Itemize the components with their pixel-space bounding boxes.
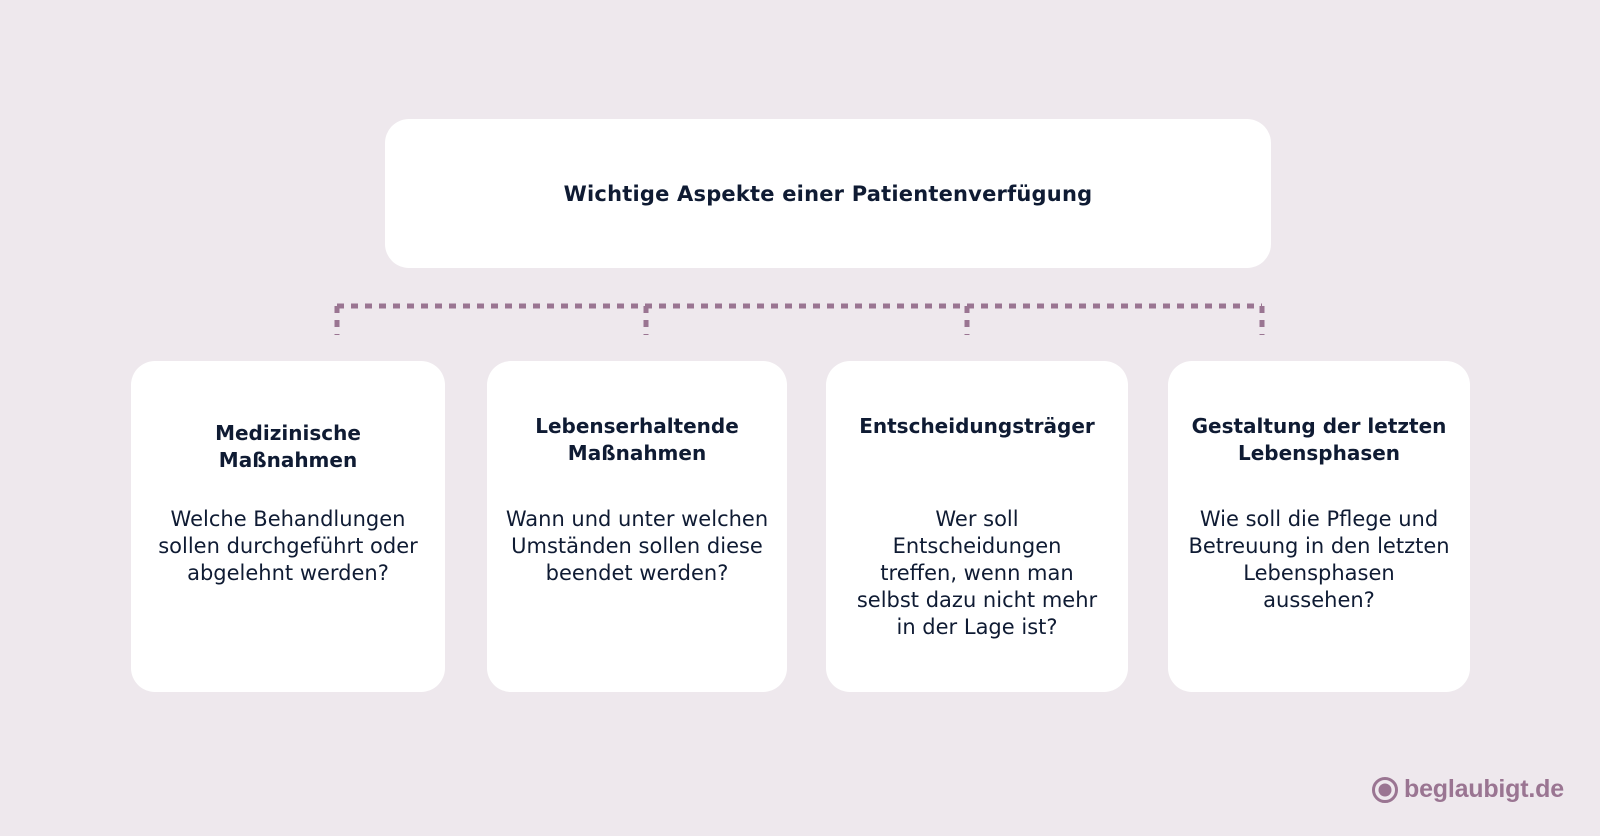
card-title: Medizinische Maßnahmen bbox=[215, 421, 361, 472]
root-node: Wichtige Aspekte einer Patientenverfügun… bbox=[385, 119, 1271, 268]
card-title: Entscheidungsträger bbox=[859, 414, 1095, 438]
card-entscheidungstraeger: Entscheidungsträger Wer soll Entscheidun… bbox=[826, 361, 1128, 692]
card-medizinische-massnahmen: Medizinische Maßnahmen Welche Behandlung… bbox=[131, 361, 445, 692]
card-gestaltung-letzte-lebensphasen: Gestaltung der letzten Lebensphasen Wie … bbox=[1168, 361, 1470, 692]
card-title: Gestaltung der letzten Lebensphasen bbox=[1191, 414, 1447, 465]
seal-icon bbox=[1372, 776, 1398, 803]
card-text: Wer soll Entscheidungen treffen, wenn ma… bbox=[856, 507, 1098, 639]
card-text: Wann und unter welchen Umständen sollen … bbox=[505, 507, 769, 585]
card-lebenserhaltende-massnahmen: Lebenserhaltende Maßnahmen Wann und unte… bbox=[487, 361, 787, 692]
root-title: Wichtige Aspekte einer Patientenverfügun… bbox=[563, 181, 1093, 206]
card-title: Lebenserhaltende Maßnahmen bbox=[535, 414, 739, 465]
logo-text: beglaubigt.de bbox=[1404, 775, 1564, 803]
brand-logo: beglaubigt.de bbox=[1372, 775, 1564, 804]
card-text: Welche Behandlungen sollen durchgeführt … bbox=[158, 507, 418, 585]
card-text: Wie soll die Pflege und Betreuung in den… bbox=[1188, 507, 1450, 612]
